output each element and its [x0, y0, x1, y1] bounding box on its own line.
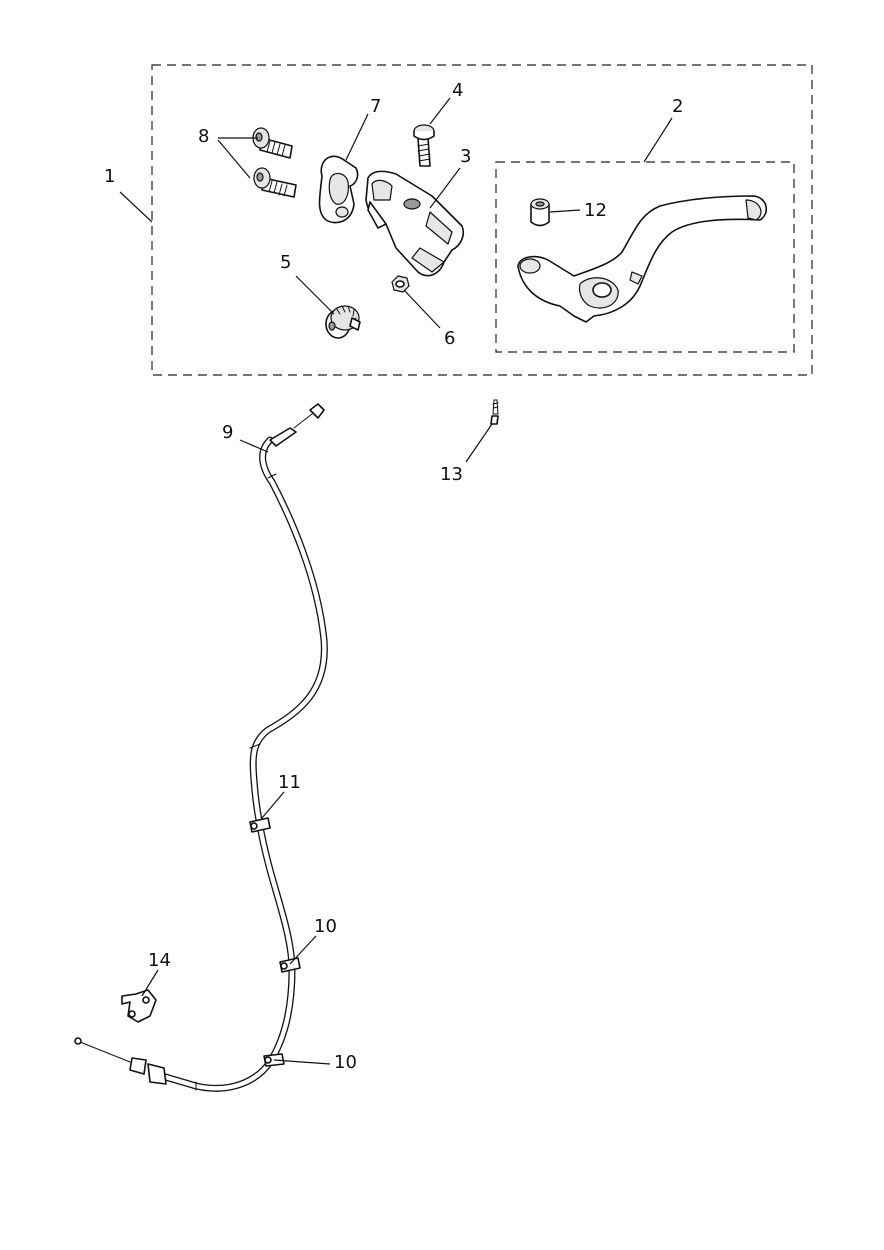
callout-8: 8	[198, 126, 209, 147]
callout-3: 3	[460, 146, 471, 167]
callout-14: 14	[148, 950, 171, 971]
callout-10-upper: 10	[314, 916, 337, 937]
part-4-bolt	[413, 124, 435, 167]
part-13-screw	[490, 399, 499, 425]
callout-6: 6	[444, 328, 455, 349]
callout-2: 2	[672, 96, 683, 117]
callout-labels: 1 2 3 4 5 6 7 8 9 10 10 11 12 13 14	[104, 80, 683, 1073]
callout-13: 13	[440, 464, 463, 485]
part-3-bracket	[365, 170, 465, 277]
part-10-cable-clip-upper	[279, 957, 301, 973]
callout-12: 12	[584, 200, 607, 221]
part-12-bushing	[530, 198, 550, 227]
part-6-nut	[391, 275, 410, 293]
kit-boundary-1	[151, 64, 813, 376]
leader-lines	[119, 97, 673, 1065]
callout-7: 7	[370, 96, 381, 117]
callout-10-lower: 10	[334, 1052, 357, 1073]
part-8-cap-screws	[252, 127, 297, 198]
part-7-clamp	[318, 155, 359, 224]
callout-9: 9	[222, 422, 233, 443]
part-14-bracket	[121, 989, 157, 1023]
callout-11: 11	[278, 772, 301, 793]
part-9-cable	[74, 403, 328, 1092]
callout-5: 5	[280, 252, 291, 273]
kit-boundary-2	[495, 161, 795, 353]
part-5-adjuster	[325, 305, 361, 339]
callout-4: 4	[452, 80, 463, 101]
callout-1: 1	[104, 166, 115, 187]
part-2-lever	[517, 195, 767, 323]
part-11-cable-clip	[249, 817, 271, 833]
